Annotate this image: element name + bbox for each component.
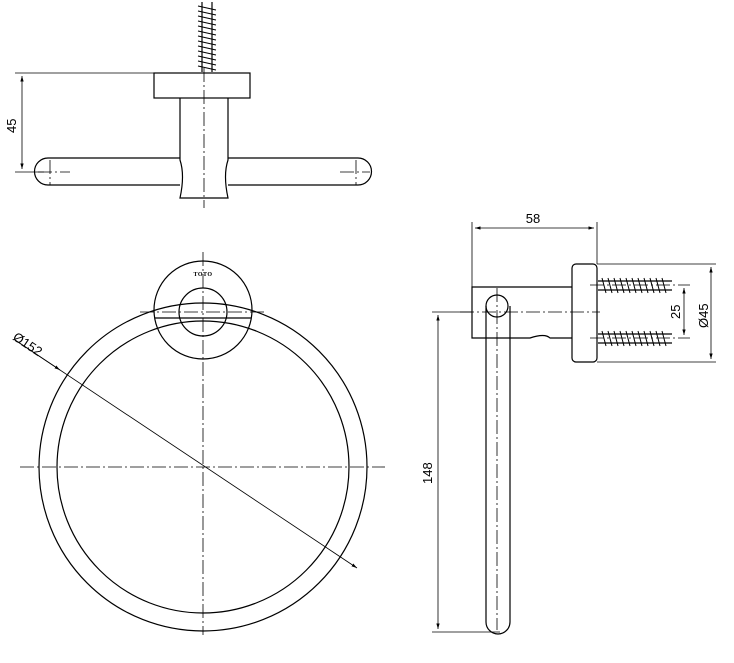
- dim-mount-diameter: Ø45: [696, 303, 711, 328]
- dim-mount-center: 25: [668, 305, 683, 319]
- dim-top-height: 45: [4, 119, 19, 133]
- side-screw-upper: [598, 277, 672, 294]
- side-wall-plate: [571, 263, 598, 363]
- top-view: 45: [4, 2, 373, 208]
- dim-ring-diameter: Ø152: [10, 329, 45, 359]
- dim-side-depth: 58: [526, 211, 540, 226]
- side-screw-lower: [598, 330, 672, 347]
- top-mount-plate: [153, 72, 251, 99]
- side-arm: [471, 286, 572, 339]
- side-view: 58 148 25 Ø45: [420, 211, 716, 635]
- top-ring-bar: [33, 157, 373, 186]
- top-screw: [197, 2, 217, 72]
- top-post: [179, 98, 229, 199]
- side-ring-bar: [485, 306, 511, 635]
- front-view: TOTO Ø152: [10, 252, 385, 635]
- dim-side-drop: 148: [420, 462, 435, 484]
